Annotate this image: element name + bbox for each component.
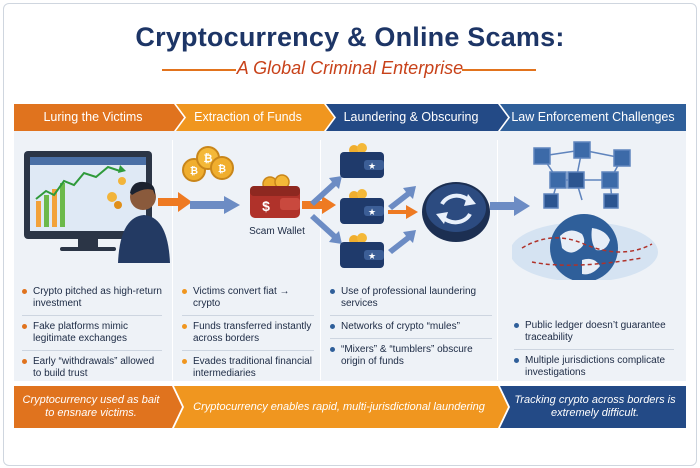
svg-text:★: ★ [368, 161, 376, 171]
bullet-item: Multiple jurisdictions complicate invest… [514, 355, 674, 379]
arrow-icon [190, 196, 240, 214]
person-icon [118, 181, 170, 263]
arrow-icon [302, 196, 336, 214]
svg-text:★: ★ [368, 207, 376, 217]
arrow-icon [388, 205, 418, 219]
footer-middle: Cryptocurrency enables rapid, multi-juri… [193, 400, 485, 413]
footer-bg-middle [174, 386, 508, 428]
header-bg-luring [14, 104, 184, 131]
header-bg-extraction [176, 104, 334, 131]
arrow-icon [310, 176, 342, 206]
svg-text:₿: ₿ [190, 165, 198, 177]
subtitle-rule-left [162, 69, 236, 71]
coins-icon: ₿ ₿ ₿ [182, 146, 234, 182]
mule-wallet-icon: ★ [340, 143, 384, 178]
footer-bg-luring [14, 386, 182, 428]
column-divider [320, 140, 321, 380]
svg-text:$: $ [262, 198, 270, 214]
laundering-diagram: ★ ★ ★ [310, 143, 490, 268]
svg-text:₿: ₿ [204, 153, 213, 165]
footer-law: Tracking crypto across borders is extrem… [514, 394, 676, 419]
header-bg-laundering [326, 104, 508, 131]
header-law: Law Enforcement Challenges [511, 110, 675, 124]
bullet-item: Funds transferred instantly across borde… [182, 321, 314, 345]
arrow-icon [310, 214, 342, 244]
network-icon [533, 141, 631, 209]
footer-bg-law [500, 386, 686, 428]
mixer-icon [422, 182, 490, 242]
bullet-item: Victims convert fiat → crypto [182, 286, 314, 310]
page-title: Cryptocurrency & Online Scams: [135, 22, 565, 52]
column-divider [497, 140, 498, 380]
bullet-item: Use of professional laundering services [330, 286, 492, 310]
bullets-extraction: Victims convert fiat → crypto Funds tran… [182, 286, 314, 380]
svg-text:★: ★ [368, 251, 376, 261]
header-extraction: Extraction of Funds [194, 110, 302, 124]
bullet-item: Public ledger doesn’t guarantee traceabi… [514, 320, 674, 344]
subtitle-row: A Global Criminal Enterprise [0, 58, 700, 82]
bullets-laundering: Use of professional laundering services … [330, 286, 492, 368]
footer-luring: Cryptocurrency used as bait to ensnare v… [22, 394, 160, 419]
arrow-icon [388, 230, 416, 254]
bullets-law: Public ledger doesn’t guarantee traceabi… [514, 320, 674, 379]
bullet-item: Crypto pitched as high-return investment [22, 286, 162, 310]
bullet-item: “Mixers” & “tumblers” obscure origin of … [330, 344, 492, 368]
footer-banner-bar [14, 386, 686, 428]
subtitle-rule-right [462, 69, 536, 71]
header-bg-law [500, 104, 686, 131]
bullets-luring: Crypto pitched as high-return investment… [22, 286, 162, 380]
wallet-icon: $ [250, 174, 300, 218]
arrow-icon [388, 186, 416, 210]
bullet-item: Fake platforms mimic legitimate exchange… [22, 321, 162, 345]
bullet-item: Networks of crypto “mules” [330, 321, 492, 333]
wallet-caption: Scam Wallet [249, 226, 305, 237]
computer-chart-icon [24, 151, 170, 263]
header-laundering: Laundering & Obscuring [343, 110, 479, 124]
header-luring: Luring the Victims [43, 110, 143, 124]
arrow-icon [490, 196, 530, 216]
page-subtitle: A Global Criminal Enterprise [236, 58, 464, 78]
mule-wallet-icon: ★ [340, 189, 384, 224]
bullet-item: Evades traditional financial intermediar… [182, 356, 314, 380]
law-illustration [512, 141, 658, 280]
svg-text:₿: ₿ [218, 163, 226, 175]
header-chevron-bar [14, 104, 686, 131]
globe-icon [512, 214, 658, 280]
arrow-icon [158, 192, 192, 212]
bullet-item: Early “withdrawals” allowed to build tru… [22, 356, 162, 380]
column-divider [172, 140, 173, 380]
mule-wallet-icon: ★ [340, 233, 384, 268]
